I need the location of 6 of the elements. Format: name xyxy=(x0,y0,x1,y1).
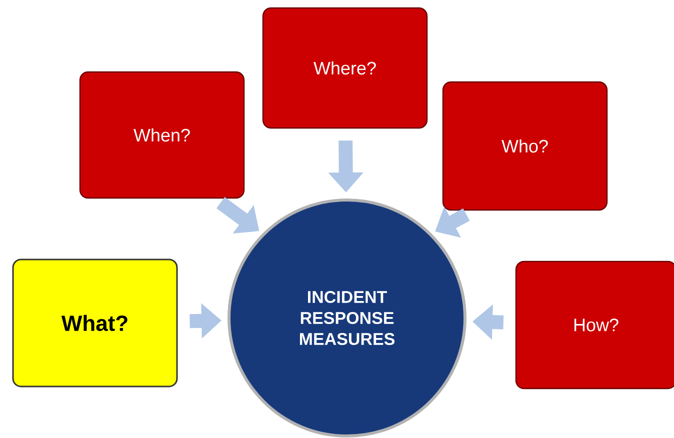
process-box: Where? xyxy=(262,7,428,129)
process-box: When? xyxy=(79,71,245,199)
process-box: What? xyxy=(12,258,178,388)
process-box: How? xyxy=(515,260,674,390)
process-box: Who? xyxy=(442,81,608,211)
circle-node: INCIDENT RESPONSE MEASURES xyxy=(228,198,466,438)
